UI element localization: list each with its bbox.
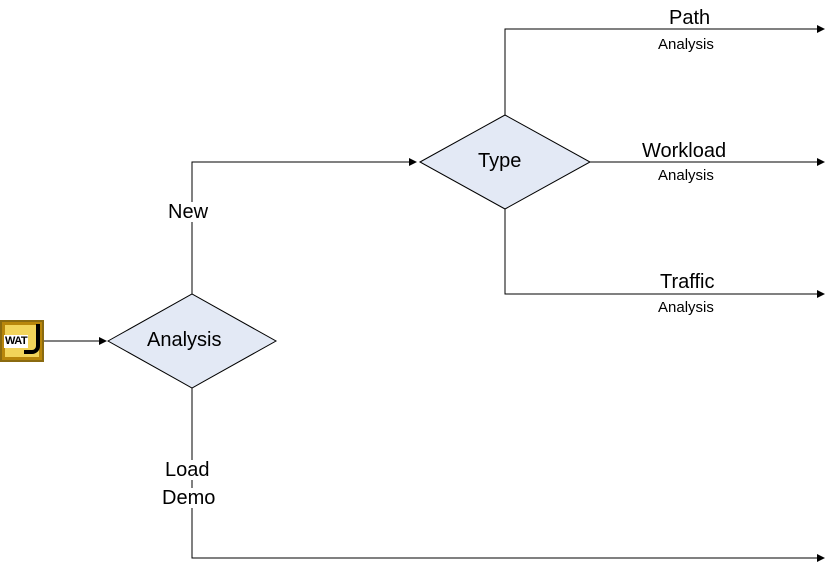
demo-branch-label: Demo — [162, 487, 216, 509]
path-output-subtitle: Analysis — [658, 36, 714, 53]
wat-logo: WAT — [0, 320, 44, 362]
load-demo-connector — [191, 388, 825, 562]
traffic-analysis-connector — [504, 209, 825, 298]
traffic-output-title: Traffic — [660, 271, 715, 293]
analysis-diamond[interactable] — [106, 293, 278, 389]
traffic-output-subtitle: Analysis — [658, 299, 714, 316]
checkmark-icon — [24, 324, 40, 354]
workload-output-title: Workload — [642, 140, 727, 162]
new-branch-connector — [191, 158, 417, 294]
path-output-title: Path — [669, 7, 711, 29]
analysis-node-label: Analysis — [147, 329, 222, 351]
type-node-label: Type — [478, 150, 522, 172]
load-branch-label: Load — [165, 459, 210, 481]
logo-text: WAT — [4, 335, 29, 348]
new-branch-label: New — [168, 201, 209, 223]
path-analysis-connector — [504, 25, 825, 115]
workload-output-subtitle: Analysis — [658, 167, 714, 184]
